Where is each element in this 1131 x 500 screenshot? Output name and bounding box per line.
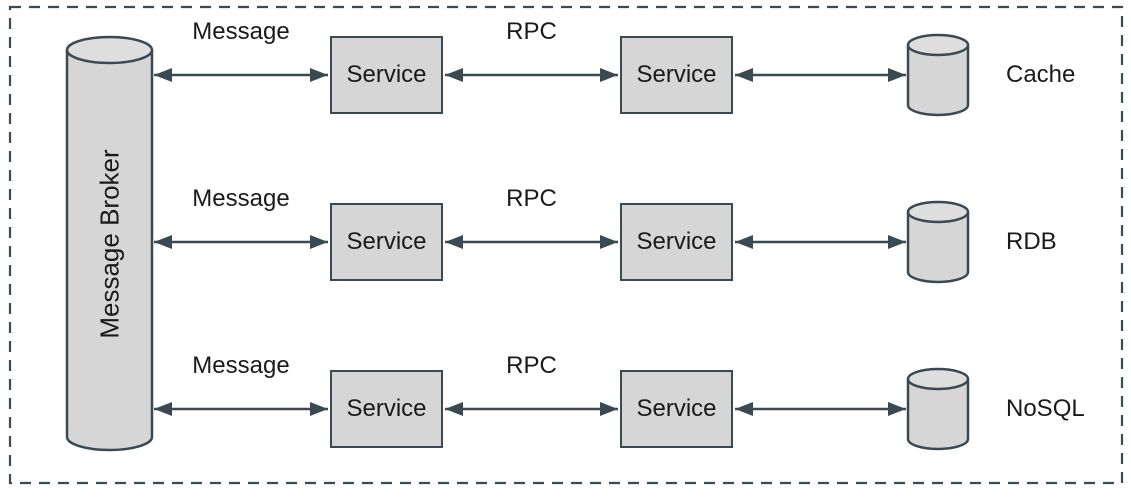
service-node: Service <box>330 36 443 114</box>
message-broker-label: Message Broker <box>94 149 125 339</box>
cache-db-cylinder <box>906 45 970 117</box>
rdb-db-cylinder-top <box>906 200 970 224</box>
nosql-db-cylinder-top <box>906 367 970 391</box>
service-node: Service <box>620 203 733 281</box>
service-node: Service <box>330 370 443 448</box>
message-edge-label: Message <box>192 185 290 212</box>
service-node: Service <box>620 36 733 114</box>
rdb-db-cylinder <box>906 212 970 284</box>
message-broker-cylinder-top <box>65 35 154 65</box>
datastore-label-nosql: NoSQL <box>1006 395 1085 422</box>
cache-db-cylinder-top <box>906 33 970 57</box>
rpc-edge-label: RPC <box>506 352 557 379</box>
diagram-boundary <box>8 5 1124 485</box>
message-edge-label: Message <box>192 352 290 379</box>
service-node: Service <box>620 370 733 448</box>
service-node: Service <box>330 203 443 281</box>
message-edge-label: Message <box>192 18 290 45</box>
rpc-edge-label: RPC <box>506 185 557 212</box>
message-broker-cylinder <box>65 50 154 452</box>
datastore-label-cache: Cache <box>1006 61 1076 88</box>
nosql-db-cylinder <box>906 379 970 451</box>
datastore-label-rdb: RDB <box>1006 228 1057 255</box>
rpc-edge-label: RPC <box>506 18 557 45</box>
